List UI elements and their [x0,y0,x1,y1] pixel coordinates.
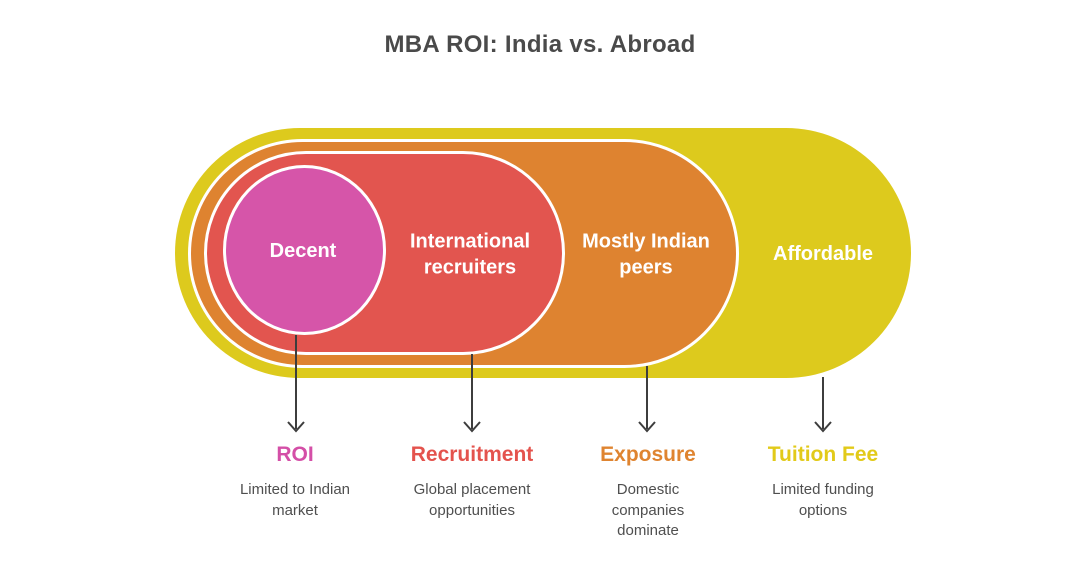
callout-description-exposure: Domestic companies dominate [611,481,685,540]
arrow-down-icon [284,335,308,433]
ring-label-international-recruiters: International recruiters [409,230,531,278]
ring-label-decent: Decent [269,240,337,263]
callout-description-recruitment: Global placement opportunities [413,481,531,519]
callout-title-tuition-fee: Tuition Fee [767,443,879,466]
arrow-down-icon [811,377,835,433]
ring-label-mostly-indian-peers: Mostly Indian peers [582,230,710,278]
page-title: MBA ROI: India vs. Abroad [384,31,696,58]
ring-roi [223,165,386,335]
callout-exposure: Exposure Domestic companies dominate [563,443,733,542]
callout-title-roi: ROI [276,443,314,466]
callout-recruitment: Recruitment Global placement opportuniti… [387,443,557,521]
callout-tuition-fee: Tuition Fee Limited funding options [738,443,908,521]
arrow-down-icon [460,354,484,433]
callout-description-tuition-fee: Limited funding options [772,481,874,519]
ring-label-affordable: Affordable [773,243,873,266]
arrow-down-icon [635,366,659,433]
callout-roi: ROI Limited to Indian market [210,443,380,521]
callout-description-roi: Limited to Indian market [239,481,351,519]
callout-title-exposure: Exposure [600,443,696,466]
callout-title-recruitment: Recruitment [410,443,534,466]
